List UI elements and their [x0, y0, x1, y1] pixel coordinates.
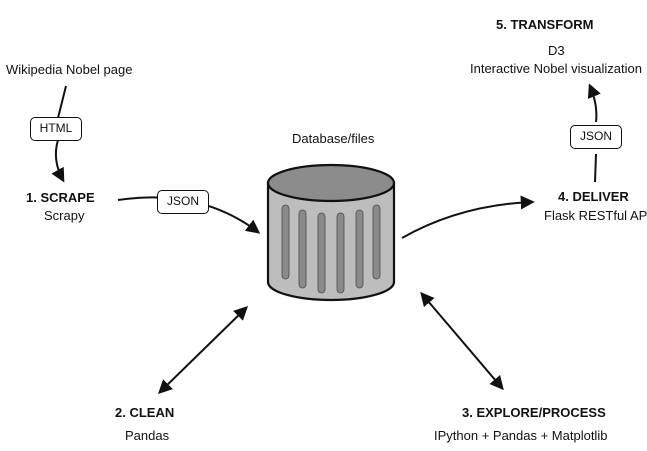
html-to-scrape-arrow: [51, 139, 65, 183]
source-to-scrape-line: [57, 85, 67, 119]
explore-tool: IPython + Pandas + Matplotlib: [434, 428, 608, 443]
clean-title: 2. CLEAN: [115, 405, 175, 420]
database-icon: [266, 163, 396, 302]
json-tag-deliver: JSON: [570, 125, 622, 149]
transform-tool: D3: [548, 43, 565, 58]
source-label: Wikipedia Nobel page: [6, 62, 133, 77]
database-label: Database/files: [292, 131, 375, 146]
database-clean-arrow: [157, 306, 249, 394]
database-explore-arrow: [420, 291, 504, 391]
scrape-tool: Scrapy: [44, 208, 85, 223]
html-tag: HTML: [30, 117, 82, 141]
explore-title: 3. EXPLORE/PROCESS: [462, 405, 606, 420]
json-tag-scrape: JSON: [157, 190, 209, 214]
transform-title: 5. TRANSFORM: [496, 17, 594, 32]
json-to-transform-arrow: [587, 83, 601, 123]
deliver-tool: Flask RESTful API: [544, 208, 647, 223]
deliver-title: 4. DELIVER: [558, 189, 629, 204]
clean-tool: Pandas: [125, 428, 170, 443]
database-to-deliver-arrow: [401, 195, 535, 239]
scrape-title: 1. SCRAPE: [26, 190, 95, 205]
transform-subtitle: Interactive Nobel visualization: [470, 61, 642, 76]
deliver-to-json-line: [594, 153, 597, 183]
